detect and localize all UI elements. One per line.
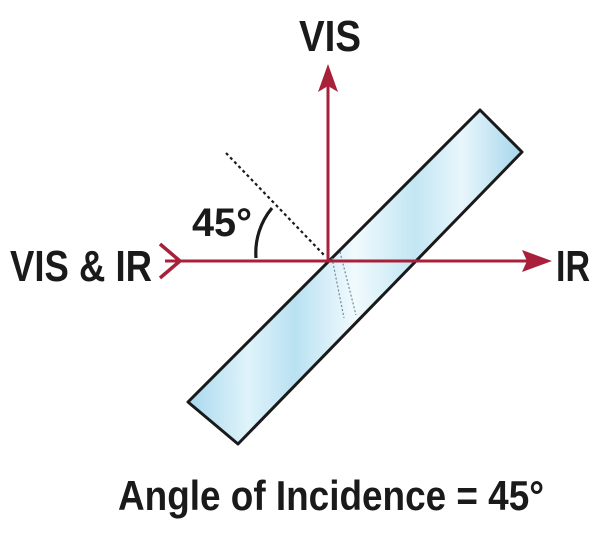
horizontal-beam	[158, 242, 552, 280]
vis-output-label: VIS	[299, 12, 361, 61]
arrowhead-icon	[318, 64, 338, 92]
angle-value-label: 45°	[192, 201, 252, 245]
caption: Angle of Incidence = 45°	[118, 472, 544, 519]
optic-plate-body	[186, 108, 524, 446]
optic-plate	[186, 108, 524, 446]
reflected-beam	[318, 64, 338, 261]
arrowhead-icon	[522, 250, 552, 272]
angle-arc	[254, 206, 274, 259]
chevron-tail-icon	[158, 242, 183, 280]
input-beam-label: VIS & IR	[10, 242, 152, 291]
ir-output-label: IR	[556, 242, 590, 291]
refraction-trace	[331, 251, 357, 319]
